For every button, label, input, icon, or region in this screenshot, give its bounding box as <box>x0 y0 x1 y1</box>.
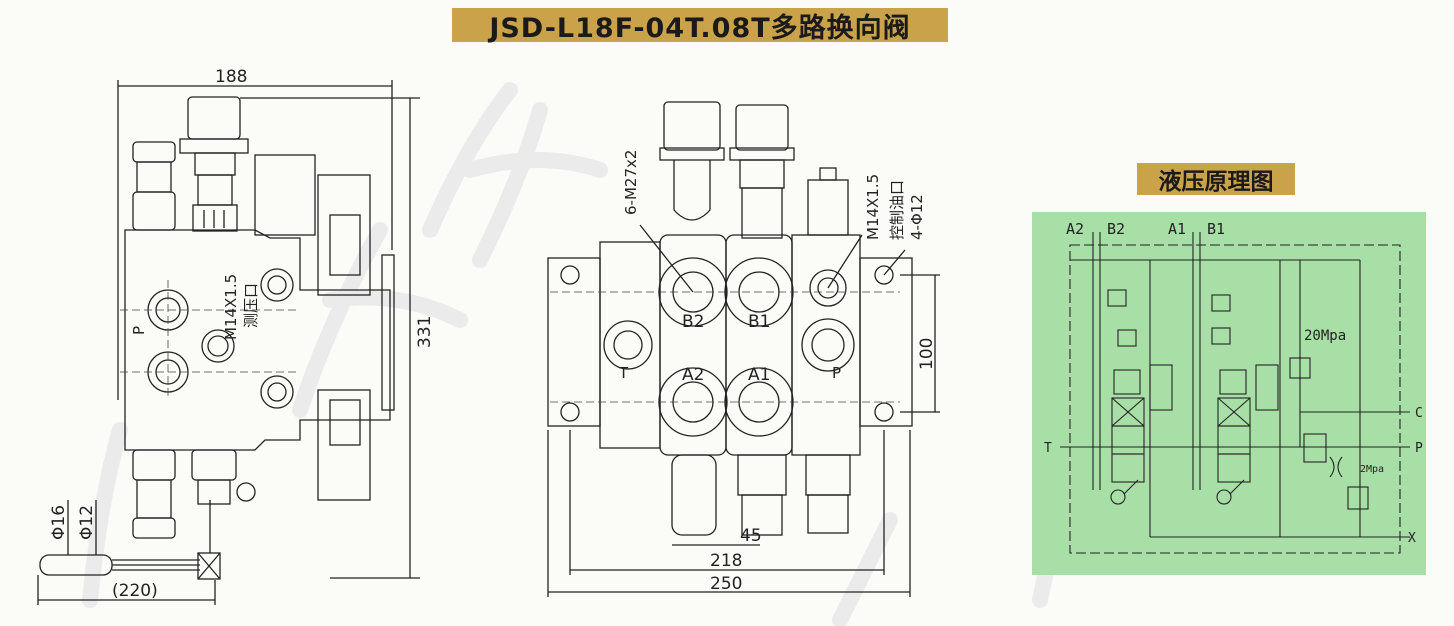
drawing-title: JSD-L18F-04T.08T多路换向阀 <box>452 8 948 44</box>
thread-label: 6-M27x2 <box>622 150 640 215</box>
schem-b2: B2 <box>1107 220 1125 238</box>
ctrl-port: 控制油口 <box>888 180 906 240</box>
schem-x: X <box>1408 531 1416 546</box>
drawing-title-text: JSD-L18F-04T.08T多路换向阀 <box>489 12 911 44</box>
relief-main: 20Mpa <box>1304 328 1346 344</box>
port-t: T <box>618 364 629 382</box>
dim-218: 218 <box>710 551 742 571</box>
port-a2: A2 <box>682 365 704 385</box>
schem-c: C <box>1415 406 1423 421</box>
dim-250: 250 <box>710 574 742 594</box>
port-a1: A1 <box>748 365 770 385</box>
schem-p: P <box>1415 441 1423 456</box>
schem-a1: A1 <box>1168 220 1186 238</box>
dim-45: 45 <box>740 526 762 546</box>
schem-t: T <box>1044 441 1052 456</box>
schem-a2: A2 <box>1066 220 1084 238</box>
port-b2: B2 <box>682 312 704 332</box>
dim-width: 188 <box>215 67 247 87</box>
dim-handle: (220) <box>112 581 158 601</box>
mount-holes: 4-Φ12 <box>908 194 926 240</box>
port-b1: B1 <box>748 312 770 332</box>
dim-phi16: Φ16 <box>49 505 69 540</box>
gauge-port-name: 测压口 <box>242 283 260 328</box>
schem-b1: B1 <box>1207 220 1225 238</box>
schematic-title-text: 液压原理图 <box>1158 169 1274 195</box>
ctrl-thread: M14X1.5 <box>864 174 882 240</box>
left-port-p: P <box>130 326 148 335</box>
schematic-title: 液压原理图 <box>1137 163 1295 195</box>
dim-height: 331 <box>415 316 435 348</box>
relief-pilot: 2Mpa <box>1360 464 1384 475</box>
dim-phi12: Φ12 <box>77 505 97 540</box>
dim-100: 100 <box>917 338 937 370</box>
port-p: P <box>832 364 841 382</box>
gauge-port-thread: M14X1.5 <box>222 274 240 340</box>
